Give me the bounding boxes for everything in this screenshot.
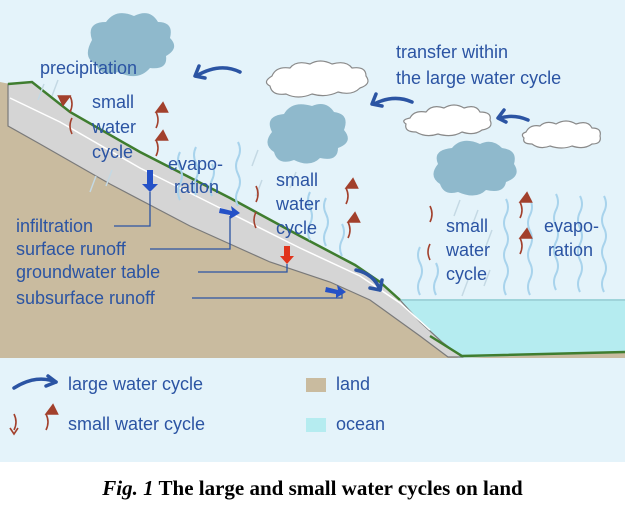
legend-small-cycle-icon	[13, 413, 17, 431]
label-precipitation: precipitation	[40, 58, 137, 78]
evaporation-wavy-lines	[177, 141, 607, 296]
figure-caption-text: The large and small water cycles on land	[153, 476, 523, 500]
legend: large water cycle small water cycle land…	[9, 374, 385, 436]
label-subsurface-runoff: subsurface runoff	[16, 288, 156, 308]
groundwater-line	[9, 97, 431, 331]
legend-small-cycle-label: small water cycle	[68, 414, 205, 434]
label-evaporation-left-2: ration	[174, 177, 219, 197]
legend-ocean-swatch	[306, 418, 326, 432]
rain-cloud-left	[87, 13, 175, 77]
white-cloud-2	[403, 104, 492, 137]
legend-large-cycle-label: large water cycle	[68, 374, 203, 394]
label-transfer-1: transfer within	[396, 42, 508, 62]
label-evaporation-left-1: evapo-	[168, 154, 223, 174]
label-small-cycle-mid-3: cycle	[276, 218, 317, 238]
water-cycle-diagram: precipitation small water cycle evapo- r…	[0, 0, 625, 462]
legend-ocean-label: ocean	[336, 414, 385, 434]
white-cloud-1	[265, 60, 369, 98]
figure-caption: Fig. 1 The large and small water cycles …	[0, 476, 625, 501]
label-infiltration: infiltration	[16, 216, 93, 236]
label-small-cycle-right-2: water	[445, 240, 490, 260]
label-small-cycle-mid-1: small	[276, 170, 318, 190]
figure-number: Fig. 1	[102, 476, 154, 500]
rain-cloud-middle	[267, 104, 348, 164]
label-small-cycle-mid-2: water	[275, 194, 320, 214]
label-groundwater-table: groundwater table	[16, 262, 160, 282]
land	[0, 82, 625, 358]
label-transfer-2: the large water cycle	[396, 68, 561, 88]
label-small-cycle-right-1: small	[446, 216, 488, 236]
label-small-cycle-left-1: small	[92, 92, 134, 112]
label-surface-runoff: surface runoff	[16, 239, 127, 259]
label-small-cycle-left-3: cycle	[92, 142, 133, 162]
runoff-arrows	[142, 170, 346, 298]
leader-lines	[114, 192, 343, 299]
legend-land-swatch	[306, 378, 326, 392]
label-evaporation-right-1: evapo-	[544, 216, 599, 236]
small-cycle-arrows	[57, 95, 533, 261]
label-small-cycle-right-3: cycle	[446, 264, 487, 284]
white-cloud-3	[521, 120, 601, 149]
large-cycle-arrows	[193, 64, 530, 292]
rain-streaks	[37, 79, 493, 297]
label-small-cycle-left-2: water	[91, 117, 136, 137]
label-evaporation-right-2: ration	[548, 240, 593, 260]
rain-cloud-right	[433, 140, 517, 196]
legend-land-label: land	[336, 374, 370, 394]
